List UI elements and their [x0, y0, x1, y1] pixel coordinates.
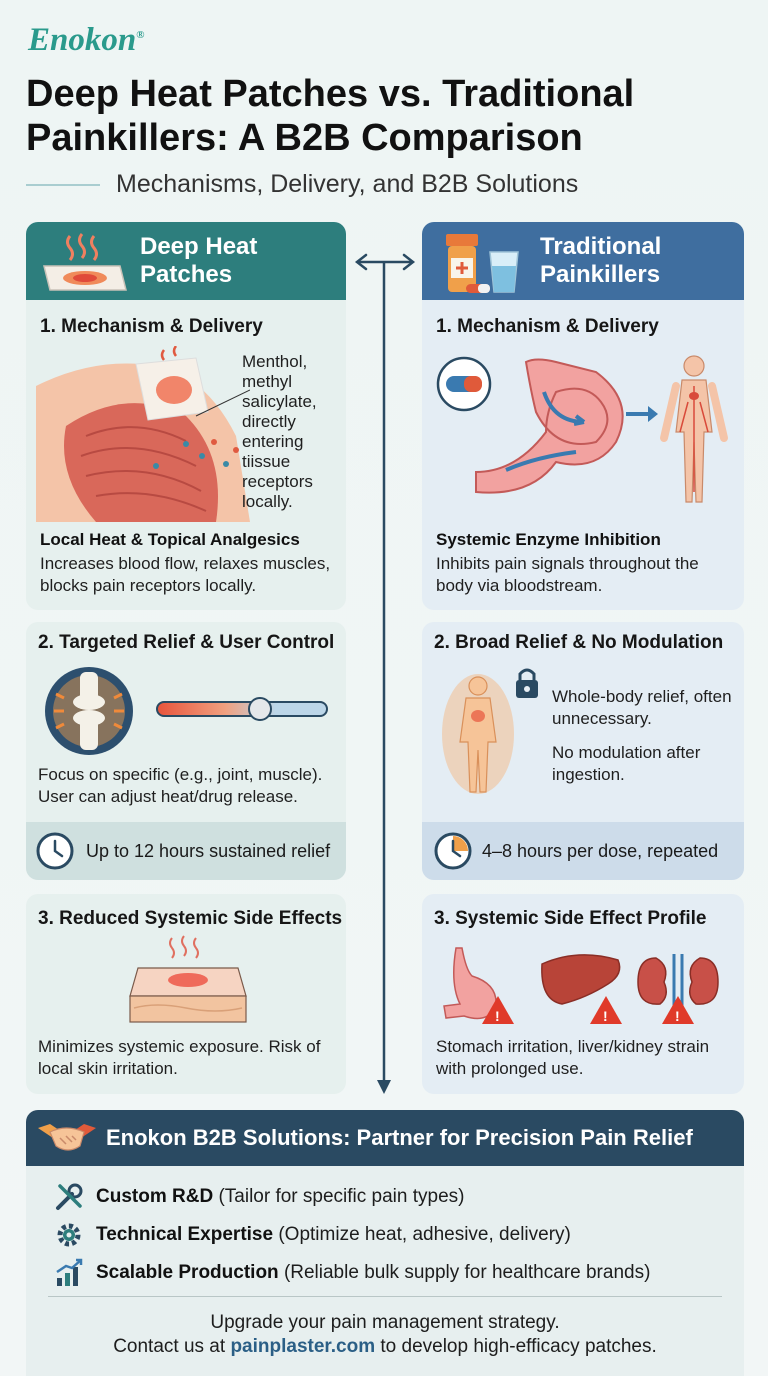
right-sec2-text1: Whole-body relief, often unnecessary. [552, 687, 732, 728]
right-sec2-title: 2. Broad Relief & No Modulation [434, 632, 724, 653]
svg-text:!: ! [675, 1008, 680, 1024]
heat-patch-icon [43, 233, 127, 291]
joint-icon [45, 667, 133, 755]
left-sec3-text: Minimizes systemic exposure. Risk of loc… [38, 1037, 321, 1078]
b2b-solutions-panel: Enokon B2B Solutions: Partner for Precis… [26, 1110, 744, 1376]
handshake-icon [38, 1124, 96, 1151]
shoulder-muscle-illustration [36, 346, 250, 522]
clock-icon [434, 832, 472, 870]
b2b-divider [48, 1296, 722, 1297]
organ-warning-icons: ! ! ! [443, 947, 719, 1024]
left-sec1-heading: Local Heat & Topical Analgesics [40, 530, 300, 549]
right-broad-relief-card: 2. Broad Relief & No Modulation Whole-bo… [422, 622, 744, 880]
left-sec3-title: 3. Reduced Systemic Side Effects [38, 908, 343, 929]
left-targeted-relief-card: 2. Targeted Relief & User Control Focus … [26, 622, 346, 880]
left-sec2-text: Focus on specific (e.g., joint, muscle).… [38, 765, 323, 806]
right-sec3-title: 3. Systemic Side Effect Profile [434, 908, 707, 929]
right-duration-strip: 4–8 hours per dose, repeated [422, 822, 744, 880]
right-sec2-text2: No modulation after ingestion. [552, 743, 701, 784]
left-header-title: Deep Heat Patches [140, 233, 258, 288]
digestion-bloodstream-illustration [436, 355, 728, 503]
pill-bottle-icon [446, 234, 519, 293]
b2b-header: Enokon B2B Solutions: Partner for Precis… [26, 1110, 744, 1166]
left-sec2-title: 2. Targeted Relief & User Control [38, 632, 335, 653]
growth-chart-icon [56, 1258, 83, 1286]
brand-logo: Enokon® [28, 22, 145, 58]
right-mechanism-card: 1. Mechanism & Delivery Systemic Enzyme … [422, 300, 744, 610]
left-sec1-title: 1. Mechanism & Delivery [40, 316, 263, 337]
clock-icon [36, 832, 74, 870]
heat-control-slider[interactable] [156, 701, 328, 717]
skin-layer-icon [129, 935, 247, 1023]
right-sec1-heading: Systemic Enzyme Inhibition [436, 530, 661, 549]
slider-handle[interactable] [248, 697, 272, 721]
right-sec1-title: 1. Mechanism & Delivery [436, 316, 659, 337]
gear-icon [57, 1223, 81, 1247]
page-subtitle: Mechanisms, Delivery, and B2B Solutions [116, 170, 579, 198]
whole-body-icon [442, 668, 538, 794]
vertical-arrow-icon [377, 262, 391, 1094]
cta-line-1: Upgrade your pain management strategy. [210, 1312, 560, 1333]
right-duration-text: 4–8 hours per dose, repeated [482, 841, 719, 861]
page-title: Deep Heat Patches vs. Traditional Painki… [26, 73, 635, 159]
left-mechanism-card: 1. Mechanism & Delivery Menthol, methyl … [26, 300, 346, 610]
website-link[interactable]: painplaster.com [230, 1336, 376, 1357]
svg-text:!: ! [603, 1008, 608, 1024]
left-sec1-text: Increases blood flow, relaxes muscles, b… [40, 554, 331, 595]
b2b-item-technical-expertise: Technical Expertise (Optimize heat, adhe… [96, 1224, 571, 1245]
left-header: Deep Heat Patches [26, 222, 346, 300]
subtitle-row: Mechanisms, Delivery, and B2B Solutions [26, 170, 578, 199]
right-sec3-text: Stomach irritation, liver/kidney strain … [436, 1037, 710, 1078]
right-header: Traditional Painkillers [422, 222, 744, 300]
b2b-item-custom-rd: Custom R&D (Tailor for specific pain typ… [96, 1186, 465, 1207]
left-sec1-callout: Menthol, methyl salicylate, directly ent… [242, 352, 317, 511]
left-duration-text: Up to 12 hours sustained relief [86, 841, 331, 861]
svg-text:!: ! [495, 1008, 500, 1024]
left-side-effects-card: 3. Reduced Systemic Side Effects Minimiz… [26, 894, 346, 1094]
cta-line-2: Contact us at painplaster.com to develop… [113, 1336, 657, 1357]
right-side-effects-card: 3. Systemic Side Effect Profile ! ! ! St… [422, 894, 744, 1094]
right-header-title: Traditional Painkillers [540, 233, 662, 288]
subtitle-rule [26, 183, 100, 186]
right-sec1-text: Inhibits pain signals throughout the bod… [436, 554, 699, 595]
b2b-title: Enokon B2B Solutions: Partner for Precis… [106, 1125, 693, 1150]
left-duration-strip: Up to 12 hours sustained relief [26, 822, 346, 880]
b2b-item-scalable-production: Scalable Production (Reliable bulk suppl… [96, 1262, 651, 1283]
tools-icon [56, 1183, 83, 1210]
